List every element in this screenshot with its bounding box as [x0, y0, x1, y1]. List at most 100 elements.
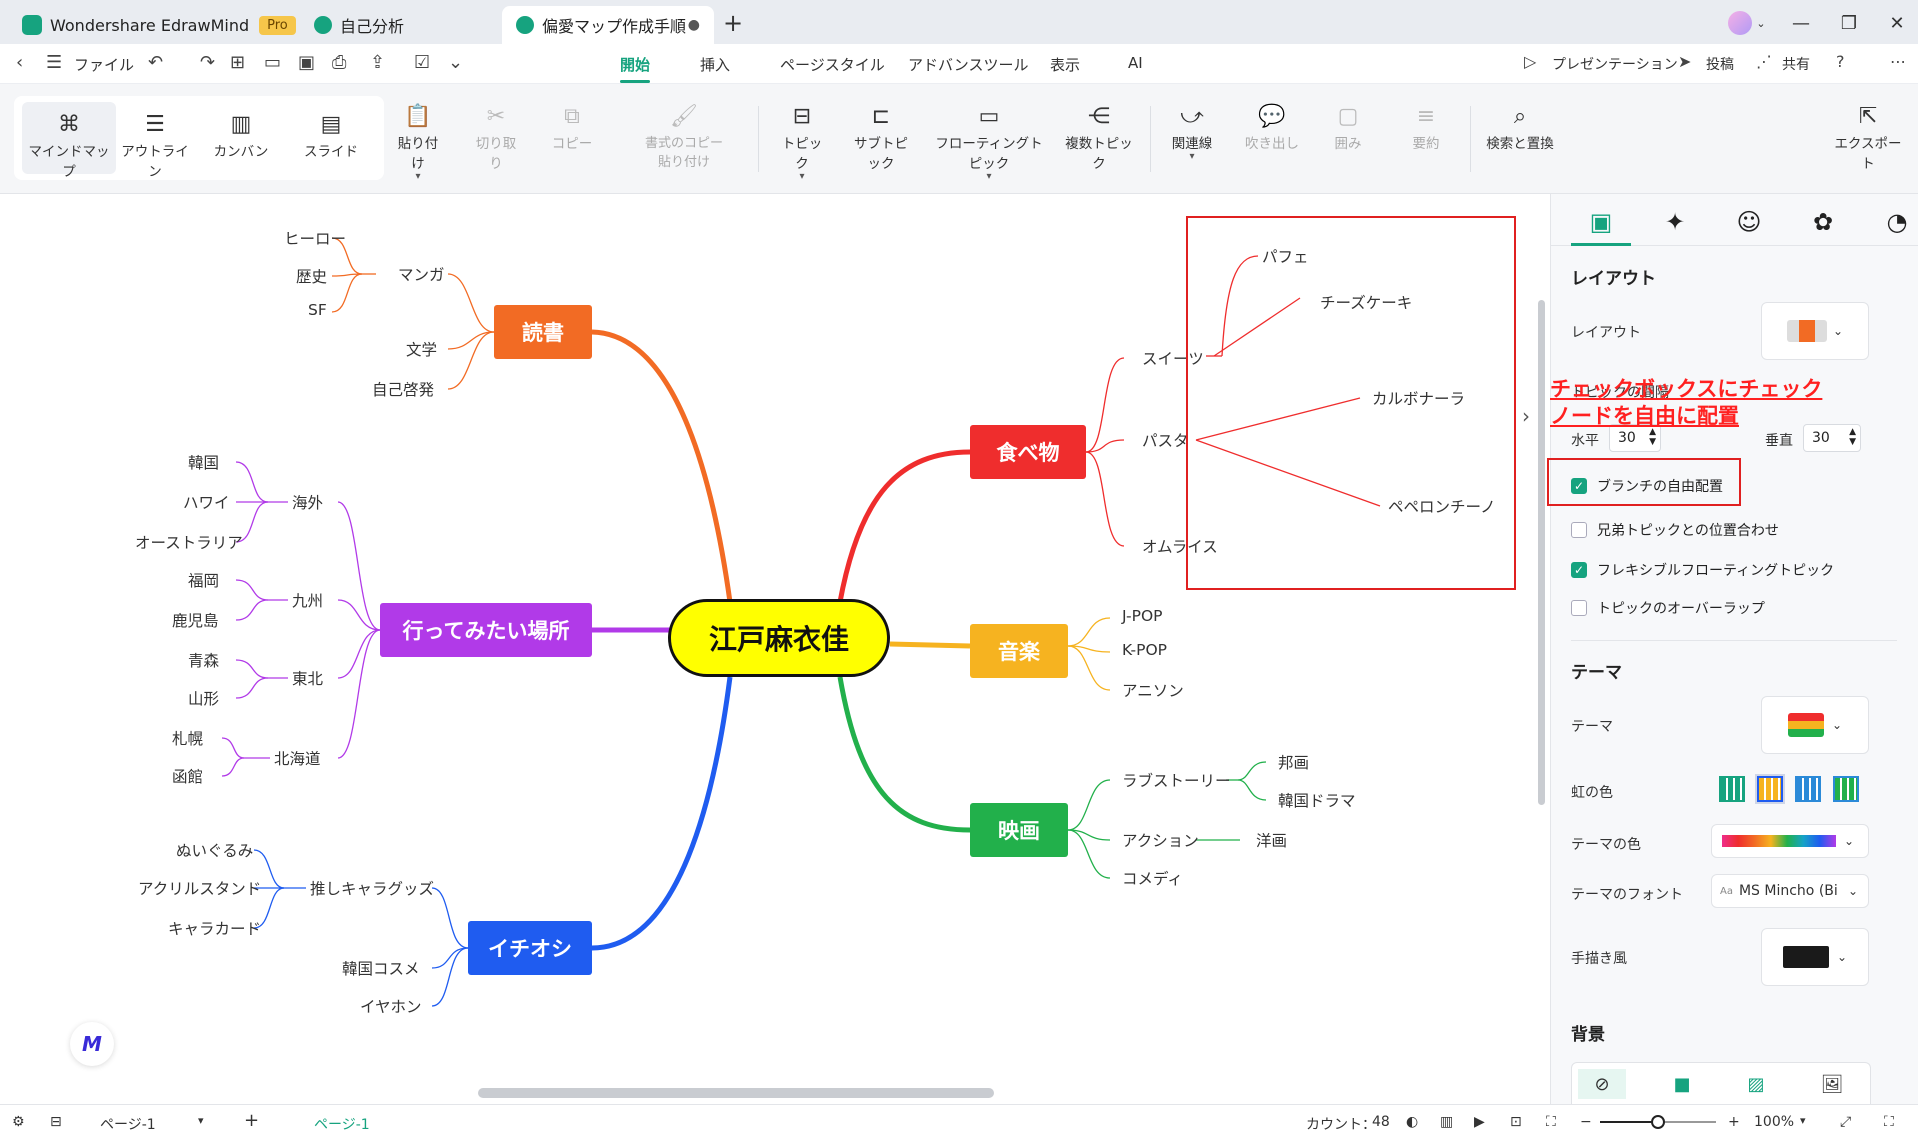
- subtopic-anison[interactable]: アニソン: [1122, 682, 1184, 700]
- subtopic-manga[interactable]: マンガ: [398, 266, 445, 284]
- subtopic-sapporo[interactable]: 札幌: [172, 730, 204, 748]
- texture-background-icon[interactable]: ▨: [1747, 1073, 1765, 1095]
- summary-button[interactable]: ≡ 要約: [1408, 102, 1444, 152]
- menu-view[interactable]: 表示: [1050, 56, 1081, 74]
- tab-ai-sparkle-icon[interactable]: ✦: [1664, 208, 1686, 236]
- view-kanban-button[interactable]: ▥ カンバン: [208, 110, 274, 160]
- subtopic-cheesecake[interactable]: チーズケーキ: [1320, 294, 1413, 312]
- layout-selector[interactable]: ⌄: [1761, 302, 1869, 360]
- subtopic-earphones[interactable]: イヤホン: [360, 998, 422, 1016]
- subtopic-yamagata[interactable]: 山形: [188, 690, 220, 708]
- subtopic-self-help[interactable]: 自己啓発: [372, 381, 435, 399]
- zoom-slider[interactable]: [1600, 1115, 1716, 1129]
- subtopic-literature[interactable]: 文学: [406, 341, 438, 359]
- fit-screen-icon[interactable]: ⤢: [1840, 1114, 1852, 1130]
- post-button[interactable]: 投稿: [1706, 57, 1734, 73]
- checklist-icon[interactable]: ☑: [414, 52, 431, 73]
- zoom-slider-knob[interactable]: [1651, 1115, 1665, 1129]
- subtopic-plush[interactable]: ぬいぐるみ: [176, 842, 254, 860]
- relation-line-button[interactable]: ⤻ 関連線 ▾: [1164, 102, 1220, 162]
- sidebar-toggle-icon[interactable]: ⚙: [12, 1114, 25, 1130]
- close-icon[interactable]: ✕: [1889, 12, 1905, 34]
- subtopic-action[interactable]: アクション: [1122, 832, 1199, 850]
- theme-color-select[interactable]: ⌄: [1711, 824, 1869, 858]
- new-tab-plus-icon[interactable]: +: [722, 9, 744, 37]
- checkbox-sibling-align[interactable]: 兄弟トピックとの位置合わせ: [1571, 520, 1779, 540]
- hand-drawn-selector[interactable]: ⌄: [1761, 928, 1869, 986]
- save-icon[interactable]: ▣: [298, 52, 316, 73]
- subtopic-hero[interactable]: ヒーロー: [284, 230, 347, 248]
- topic-oshi[interactable]: イチオシ: [468, 921, 592, 975]
- redo-icon[interactable]: ↷: [200, 52, 216, 73]
- send-icon[interactable]: ➤: [1678, 52, 1692, 71]
- subtopic-korea[interactable]: 韓国: [188, 454, 220, 472]
- rainbow-option-2[interactable]: [1755, 774, 1785, 804]
- open-folder-icon[interactable]: ▭: [264, 52, 282, 73]
- restore-icon[interactable]: ❐: [1840, 12, 1858, 34]
- ai-assistant-icon[interactable]: M: [70, 1022, 114, 1066]
- presentation-button[interactable]: プレゼンテーション: [1552, 57, 1678, 73]
- subtopic-character-goods[interactable]: 推しキャラグッズ: [310, 880, 435, 898]
- avatar[interactable]: ⌄: [1722, 10, 1772, 36]
- subtopic-comedy[interactable]: コメディ: [1122, 870, 1183, 888]
- undo-icon[interactable]: ↶: [148, 52, 164, 73]
- subtopic-hokkaido[interactable]: 北海道: [274, 750, 321, 768]
- copy-button[interactable]: ⧉ コピー: [546, 102, 598, 152]
- check-icon[interactable]: ✓: [1571, 478, 1587, 494]
- chevron-down-icon[interactable]: ▾: [198, 1114, 204, 1127]
- view-mindmap-button[interactable]: ⌘ マインドマップ: [28, 110, 110, 180]
- subtopic-korean-cosmetics[interactable]: 韓国コスメ: [342, 960, 420, 978]
- topic-reading[interactable]: 読書: [494, 305, 592, 359]
- menu-advanced-tools[interactable]: アドバンスツール: [908, 56, 1029, 74]
- vertical-scrollbar[interactable]: [1538, 300, 1545, 805]
- fit-page-icon[interactable]: ⊡: [1510, 1114, 1522, 1130]
- subtopic-jpop[interactable]: J-POP: [1122, 607, 1163, 625]
- topic-places[interactable]: 行ってみたい場所: [380, 603, 592, 657]
- zoom-in-icon[interactable]: +: [1728, 1114, 1740, 1130]
- print-icon[interactable]: ⎙: [332, 52, 347, 73]
- subtopic-love-story[interactable]: ラブストーリー: [1122, 772, 1231, 790]
- theme-font-select[interactable]: Aa MS Mincho (Bi ⌄: [1711, 874, 1869, 908]
- help-icon[interactable]: ?: [1836, 52, 1845, 71]
- subtopic-korean-drama[interactable]: 韓国ドラマ: [1278, 792, 1356, 810]
- subtopic-omurice[interactable]: オムライス: [1142, 538, 1218, 556]
- subtopic-hakodate[interactable]: 函館: [172, 768, 204, 786]
- tab-theme-gear-icon[interactable]: ✿: [1812, 208, 1834, 236]
- menu-start[interactable]: 開始: [620, 56, 651, 83]
- horizontal-scrollbar[interactable]: [478, 1088, 994, 1098]
- checkbox-box[interactable]: [1571, 522, 1587, 538]
- more-dropdown-icon[interactable]: ⌄: [448, 52, 464, 73]
- export-share-icon[interactable]: ⇪: [370, 52, 386, 73]
- callout-button[interactable]: 💬 吹き出し: [1244, 102, 1300, 152]
- more-icon[interactable]: ⋯: [1890, 52, 1906, 71]
- cut-button[interactable]: ✂ 切り取り: [470, 102, 522, 172]
- book-icon[interactable]: ▥: [1440, 1114, 1454, 1130]
- subtopic-japanese-films[interactable]: 邦画: [1278, 754, 1310, 772]
- subtopic-character-card[interactable]: キャラカード: [168, 920, 262, 938]
- check-icon[interactable]: ✓: [1571, 562, 1587, 578]
- horizontal-spacing-input[interactable]: 30 ▲▼: [1609, 424, 1661, 452]
- topic-movie[interactable]: 映画: [970, 803, 1068, 857]
- tab-emoji-icon[interactable]: ☺: [1736, 208, 1762, 236]
- view-outline-button[interactable]: ☰ アウトライン: [118, 110, 192, 180]
- topic-music[interactable]: 音楽: [970, 624, 1068, 678]
- find-replace-button[interactable]: ⌕ 検索と置換: [1482, 102, 1558, 152]
- floating-topic-button[interactable]: ▭ フローティングトピック ▾: [930, 102, 1048, 182]
- subtopic-sweets[interactable]: スイーツ: [1142, 350, 1204, 368]
- subtopic-tohoku[interactable]: 東北: [292, 670, 324, 688]
- zoom-out-icon[interactable]: −: [1580, 1114, 1592, 1130]
- subtopic-pasta[interactable]: パスタ: [1142, 432, 1189, 450]
- tab-document-1[interactable]: 自己分析: [300, 6, 500, 44]
- hamburger-menu-icon[interactable]: ☰: [46, 52, 63, 73]
- zoom-level[interactable]: 100%: [1754, 1114, 1795, 1130]
- subtopic-kagoshima[interactable]: 鹿児島: [172, 612, 219, 630]
- boundary-button[interactable]: ▢ 囲み: [1330, 102, 1366, 152]
- multi-topic-button[interactable]: ⋲ 複数トピック: [1060, 102, 1138, 172]
- stepper-arrows-icon[interactable]: ▲▼: [1649, 427, 1656, 447]
- topic-button[interactable]: ⊟ トピック ▾: [776, 102, 828, 182]
- share-button[interactable]: 共有: [1782, 57, 1810, 73]
- image-background-icon[interactable]: 🖼: [1820, 1073, 1844, 1095]
- vertical-spacing-input[interactable]: 30 ▲▼: [1803, 424, 1861, 452]
- view-slide-button[interactable]: ▤ スライド: [298, 110, 364, 160]
- fullscreen-fit-icon[interactable]: ⛶: [1546, 1114, 1556, 1130]
